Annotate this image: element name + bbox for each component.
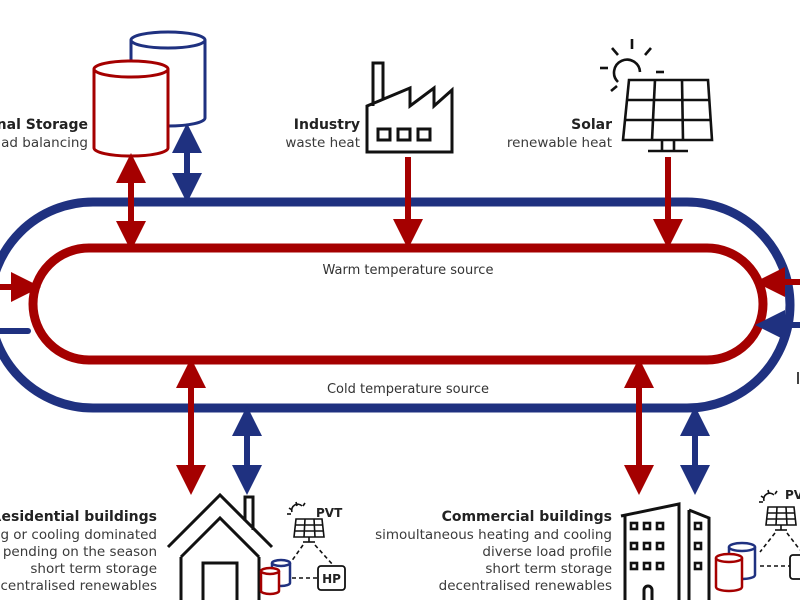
residential-hp-label: HP <box>322 572 341 586</box>
commercial-connection-lines <box>759 532 800 567</box>
storage-tanks-icon <box>92 30 207 158</box>
residential-connection-lines <box>290 544 334 579</box>
cold-loop-label: Cold temperature source <box>327 382 489 397</box>
residential-storage-tanks-icon <box>259 558 292 596</box>
commercial-heat-pump-box <box>789 554 800 580</box>
office-building-icon <box>620 502 711 600</box>
commercial-line-2: diverse load profile <box>482 544 612 560</box>
office-windows <box>629 521 703 571</box>
house-icon <box>166 492 274 600</box>
commercial-storage-tanks-icon <box>714 541 757 593</box>
solar-title: Solar <box>571 117 612 133</box>
storage-title: onal Storage <box>0 117 88 133</box>
commercial-line-3: short term storage <box>485 561 612 577</box>
solar-line-1: renewable heat <box>507 135 612 151</box>
residential-line-3: short term storage <box>30 561 157 577</box>
industry-title: Industry <box>294 117 360 133</box>
sun-icon <box>600 39 664 92</box>
commercial-pvt-label: PV <box>785 488 800 502</box>
commercial-pvt-panel-icon <box>759 489 797 531</box>
residential-pvt-panel-icon <box>287 501 325 543</box>
factory-icon <box>365 61 454 154</box>
industry-line-1: waste heat <box>285 135 360 151</box>
commercial-line-1: simoultaneous heating and cooling <box>375 527 612 543</box>
residential-line-4: centralised renewables <box>1 578 158 594</box>
commercial-title: Commercial buildings <box>442 509 612 525</box>
residential-heat-pump-box <box>317 565 346 591</box>
cold-loop-pipe <box>0 197 795 413</box>
commercial-line-4: decentralised renewables <box>439 578 612 594</box>
storage-line-1: ad balancing <box>1 135 88 151</box>
right-edge-label-fragment <box>797 372 799 384</box>
residential-line-2: pending on the season <box>3 544 157 560</box>
residential-line-1: g or cooling dominated <box>0 527 157 543</box>
residential-title: Residential buildings <box>0 509 157 525</box>
solar-panel-icon <box>600 39 714 153</box>
residential-pvt-label: PVT <box>316 506 343 520</box>
warm-loop-label: Warm temperature source <box>323 263 494 278</box>
